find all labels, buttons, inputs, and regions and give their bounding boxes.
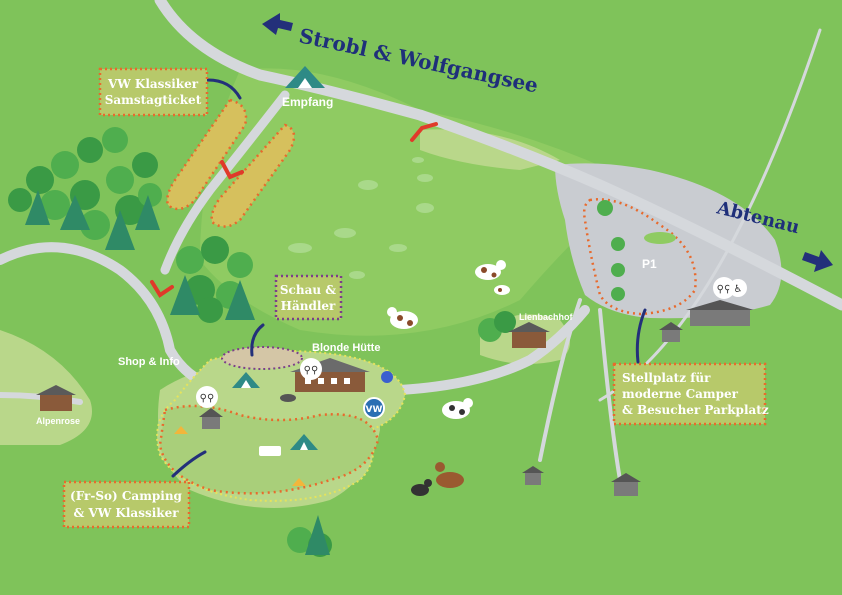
svg-text:VW: VW bbox=[366, 405, 383, 415]
tent-shop-icon[interactable] bbox=[232, 372, 260, 388]
svg-text:Händler: Händler bbox=[281, 299, 336, 313]
cow-icon bbox=[387, 307, 418, 329]
label-alpenrose: Alpenrose bbox=[36, 416, 80, 426]
cow-icon bbox=[475, 260, 506, 280]
callout-stellplatz: Stellplatz für moderne Camper & Besucher… bbox=[612, 362, 769, 426]
label-lienbachhof: Lienbachhof bbox=[519, 312, 574, 322]
svg-text:& VW Klassiker: & VW Klassiker bbox=[73, 506, 179, 520]
grill-icon bbox=[280, 394, 296, 402]
label-shop-info: Shop & Info bbox=[118, 356, 180, 368]
schau-haendler-area bbox=[221, 346, 303, 370]
vw-field bbox=[166, 98, 248, 211]
house-icon bbox=[659, 322, 683, 342]
svg-text:Schau &: Schau & bbox=[280, 283, 336, 297]
svg-text:Stellplatz für: Stellplatz für bbox=[622, 371, 711, 385]
svg-text:moderne Camper: moderne Camper bbox=[622, 387, 739, 401]
direction-arrow-abtenau bbox=[802, 250, 833, 272]
horse-icon bbox=[411, 479, 432, 496]
toilets-icon: ⚲⚲ bbox=[196, 386, 218, 408]
meadow-patch bbox=[0, 330, 92, 445]
svg-text:⚲⚲: ⚲⚲ bbox=[200, 393, 215, 404]
road-main bbox=[154, 0, 842, 311]
svg-text:& Besucher Parkplatz: & Besucher Parkplatz bbox=[622, 403, 769, 417]
horse-icon bbox=[435, 462, 464, 488]
meadow-patch bbox=[200, 68, 640, 336]
road-south bbox=[538, 298, 582, 462]
road-markers bbox=[150, 122, 438, 298]
label-blonde-huette: Blonde Hütte bbox=[312, 342, 380, 354]
house-icon bbox=[611, 473, 641, 496]
meadow-patch bbox=[420, 129, 560, 170]
flag-icon bbox=[381, 371, 393, 383]
tree-group-lienbachhof bbox=[478, 311, 516, 342]
cow-icon bbox=[494, 285, 510, 295]
tent-camping-icon[interactable] bbox=[290, 434, 318, 450]
label-p1: P1 bbox=[642, 257, 657, 271]
road-connector bbox=[160, 90, 290, 275]
forest-middle bbox=[170, 236, 255, 323]
tent-icon bbox=[174, 426, 188, 434]
svg-text:⚲⚲: ⚲⚲ bbox=[717, 284, 732, 295]
tent-icon bbox=[292, 478, 306, 486]
house-icon bbox=[199, 408, 223, 429]
toilets-icon: ⚲⚲ bbox=[300, 358, 322, 380]
house-lienbachhof bbox=[508, 322, 550, 348]
tent-reception-icon[interactable] bbox=[285, 66, 325, 88]
svg-text:♿: ♿ bbox=[734, 284, 743, 295]
house-icon bbox=[686, 300, 754, 326]
house-icon bbox=[522, 466, 544, 485]
callout-camping: (Fr-So) Camping & VW Klassiker bbox=[62, 480, 191, 529]
road-south bbox=[598, 308, 622, 482]
cow-icon bbox=[442, 398, 473, 419]
tree-group-p1 bbox=[597, 200, 676, 301]
vw-field bbox=[210, 123, 296, 228]
house-alpenrose bbox=[36, 385, 76, 411]
svg-text:VW Klassiker: VW Klassiker bbox=[107, 77, 199, 91]
callout-schau-haendler: Schau & Händler bbox=[274, 274, 343, 321]
label-empfang: Empfang bbox=[282, 95, 333, 109]
bushes bbox=[288, 157, 434, 279]
tree-group-bottom bbox=[287, 515, 332, 557]
svg-text:⚲⚲: ⚲⚲ bbox=[304, 365, 319, 376]
direction-arrow-strobl bbox=[262, 13, 293, 35]
svg-text:(Fr-So) Camping: (Fr-So) Camping bbox=[70, 489, 183, 503]
toilets-icon: ⚲⚲ bbox=[713, 277, 735, 299]
callout-vw-klassiker: VW Klassiker Samstagticket bbox=[98, 67, 209, 117]
svg-text:Samstagticket: Samstagticket bbox=[105, 93, 202, 107]
callout-arrows bbox=[171, 78, 647, 478]
wheelchair-icon: ♿ bbox=[729, 279, 747, 297]
bus-icon bbox=[259, 446, 281, 456]
forest-left bbox=[8, 127, 162, 250]
vw-logo-icon: VW bbox=[363, 397, 385, 419]
